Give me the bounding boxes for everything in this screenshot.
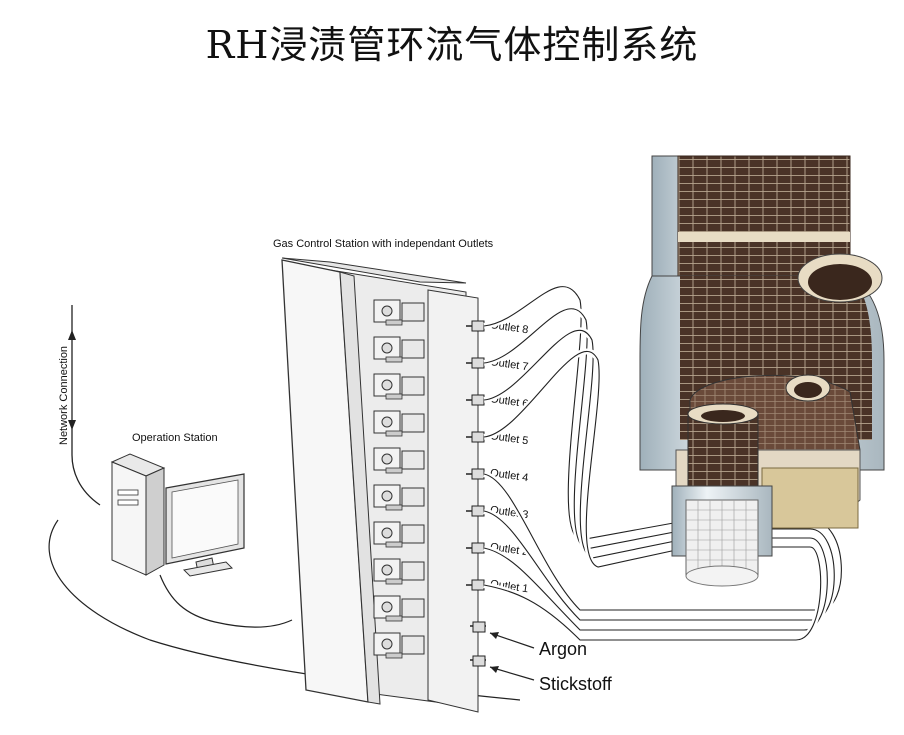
pc-cable <box>159 574 293 628</box>
valve-module <box>373 521 425 548</box>
valve-module <box>373 484 425 511</box>
network-connection <box>68 305 101 506</box>
gas-pipe <box>483 546 822 641</box>
stickstoff-label: Stickstoff <box>539 674 613 694</box>
rh-vessel <box>639 155 885 587</box>
gas-pipe <box>483 473 842 611</box>
stickstoff-inlet <box>470 655 535 681</box>
gas-station-label: Gas Control Station with independant Out… <box>273 238 494 250</box>
valve-module <box>373 447 425 474</box>
computer-tower <box>110 453 166 576</box>
valve-module <box>373 410 425 437</box>
valve-module <box>373 299 425 326</box>
gas-pipe <box>483 537 828 631</box>
argon-inlet <box>470 621 535 649</box>
gas-pipe <box>483 350 691 568</box>
page-title: RH浸渍管环流气体控制系统 <box>205 23 699 67</box>
network-connection-label: Network Connection <box>58 346 70 445</box>
gas-pipe <box>483 510 835 621</box>
argon-label: Argon <box>539 639 587 659</box>
valve-module <box>373 595 425 622</box>
gas-pipes <box>482 283 845 643</box>
gas-pipe <box>483 329 691 559</box>
gas-pipe <box>483 308 691 550</box>
valve-modules <box>373 299 425 659</box>
valve-module <box>373 336 425 363</box>
valve-module <box>373 632 425 659</box>
operation-station-label: Operation Station <box>132 432 218 444</box>
valve-module <box>373 373 425 400</box>
computer-monitor <box>165 473 245 577</box>
valve-module <box>373 558 425 585</box>
